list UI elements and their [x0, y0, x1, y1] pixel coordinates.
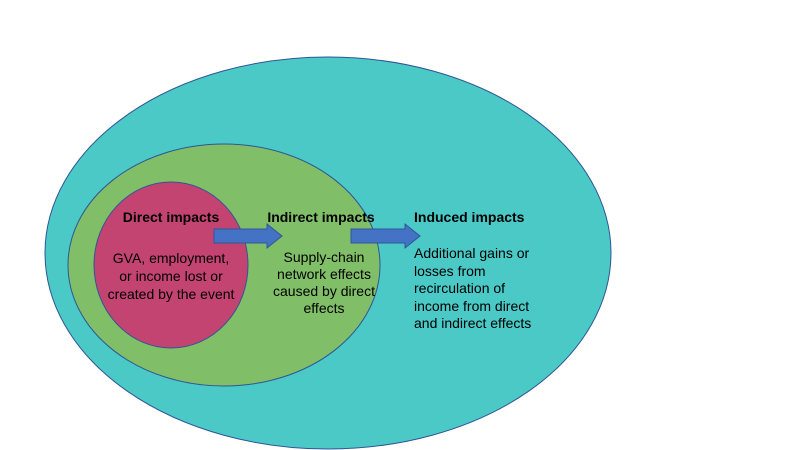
- direct-impacts-title: Direct impacts: [122, 209, 220, 225]
- induced-impacts-description: Additional gains or losses from recircul…: [414, 245, 532, 331]
- direct-to-indirect-arrow: [213, 222, 283, 250]
- indirect-impacts-description: Supply-chain network effects caused by d…: [273, 249, 375, 316]
- indirect-impacts-title: Indirect impacts: [267, 209, 375, 225]
- indirect-to-induced-arrow: [350, 222, 421, 250]
- direct-impacts-description: GVA, employment, or income lost or creat…: [107, 250, 235, 302]
- induced-impacts-title: Induced impacts: [414, 209, 525, 225]
- direct-impacts-circle: [93, 181, 249, 349]
